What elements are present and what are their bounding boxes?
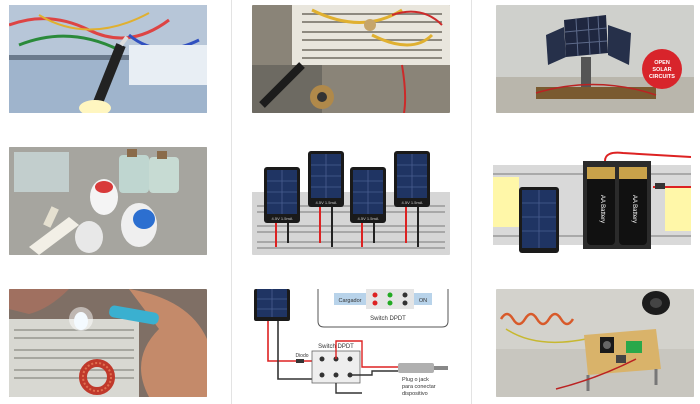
plug-label: Plug o jack [402,377,429,383]
on-label: ON [419,298,427,304]
badge-text-2: SOLAR [652,67,671,73]
gallery-thumb-chemicals[interactable] [9,147,207,255]
gallery-thumb-perfboard[interactable] [496,289,694,397]
dpdt-diagram: Cargador ON Switch DPDT Diodo Switch DPD… [252,289,450,397]
plug-jack-icon [398,363,434,373]
solar-tracker-photo: OPEN SOLAR CIRCUITS [496,5,694,113]
breadboard-photo [252,5,450,113]
switch-top-label: Switch DPDT [370,316,406,322]
chemicals-photo [9,147,207,255]
panel-label: 4.5V 1.5mA [402,200,423,205]
plug-label: para conectar [402,384,436,390]
gallery-thumb-dpdt-diagram[interactable]: Cargador ON Switch DPDT Diodo Switch DPD… [252,289,450,397]
panel-label: 4.5V 1.5mA [316,200,337,205]
battery-diagram: AA Battery AA Battery [493,147,691,255]
plug-label: dispositivo [402,391,428,397]
badge-text-3: CIRCUITS [649,74,675,80]
battery-label: AA Battery [599,195,605,223]
cargador-box [334,293,366,305]
four-panels-diagram: 4.5V 1.5mA 4.5V 1.5mA 4.5V 1.5mA 4.5V 1.… [252,147,450,255]
gallery-thumb-breadboard-pot[interactable] [252,5,450,113]
perfboard-photo [496,289,694,397]
panel-label: 4.5V 1.5mA [272,216,293,221]
column-divider [471,0,472,404]
gallery-thumb-battery[interactable]: AA Battery AA Battery [493,147,691,255]
gallery-thumb-solar-tracker[interactable]: OPEN SOLAR CIRCUITS [496,5,694,113]
gallery-thumb-four-panels[interactable]: 4.5V 1.5mA 4.5V 1.5mA 4.5V 1.5mA 4.5V 1.… [252,147,450,255]
cargador-label: Cargador [339,298,362,304]
gallery-thumb-led-coil[interactable] [9,289,207,397]
badge-text-1: OPEN [654,60,670,66]
gallery-thumb-soldering[interactable] [9,5,207,113]
column-divider [231,0,232,404]
battery-label: AA Battery [631,195,637,223]
diodo-label: Diodo [295,353,308,359]
soldering-photo [9,5,207,113]
panel-label: 4.5V 1.5mA [358,216,379,221]
badge-logo [642,49,682,89]
led-coil-photo [9,289,207,397]
